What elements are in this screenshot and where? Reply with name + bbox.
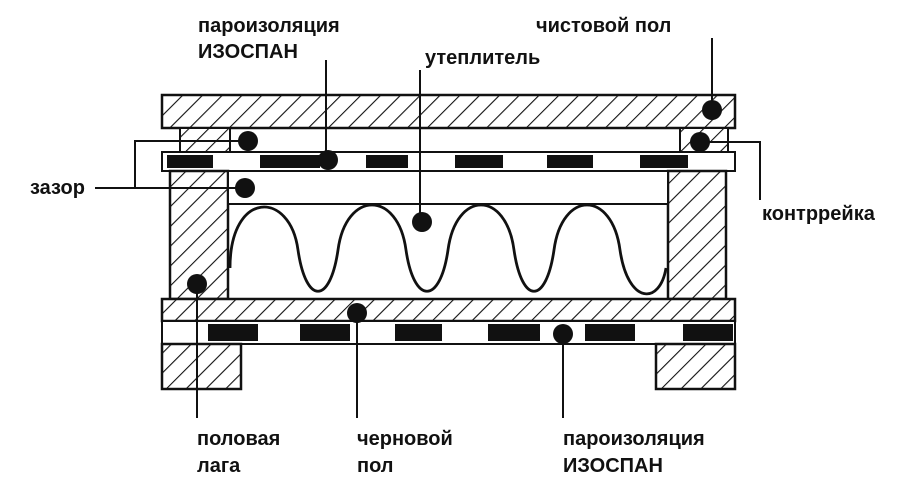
insulation-wave (228, 203, 668, 296)
dot-insulation (412, 212, 432, 232)
label-gap: зазор (30, 177, 85, 199)
label-joist-2: лага (197, 455, 241, 477)
label-subfloor-2: пол (357, 455, 394, 477)
label-vapor-barrier-bottom-2: ИЗОСПАН (563, 455, 663, 477)
leader-lines (95, 38, 761, 418)
dot-vapor-barrier-bottom (553, 324, 573, 344)
beam-right (654, 342, 737, 391)
subfloor-board (160, 297, 737, 323)
marker-dots (187, 100, 722, 344)
label-counter-batten: контррейка (762, 203, 876, 225)
label-finish-floor: чистовой пол (536, 15, 671, 37)
label-insulation: утеплитель (425, 47, 540, 69)
beam-left (160, 342, 243, 391)
label-vapor-barrier-top-2: ИЗОСПАН (198, 41, 298, 63)
joist-right (666, 169, 728, 301)
label-joist-1: половая (197, 428, 280, 450)
label-vapor-barrier-top-1: пароизоляция (198, 15, 340, 37)
dot-vapor-barrier-top (238, 131, 258, 151)
dot-vapor-barrier-top-2 (318, 150, 338, 170)
dot-gap (235, 178, 255, 198)
label-subfloor-1: черновой (357, 428, 453, 450)
finish-floor-board (160, 93, 737, 130)
gap-space (227, 170, 669, 205)
vapor-barrier-top (161, 151, 736, 172)
vapor-barrier-bottom (161, 320, 736, 345)
dot-counter-batten (690, 132, 710, 152)
label-vapor-barrier-bottom-1: пароизоляция (563, 428, 705, 450)
dot-subfloor (347, 303, 367, 323)
dot-joist (187, 274, 207, 294)
dot-finish-floor (702, 100, 722, 120)
